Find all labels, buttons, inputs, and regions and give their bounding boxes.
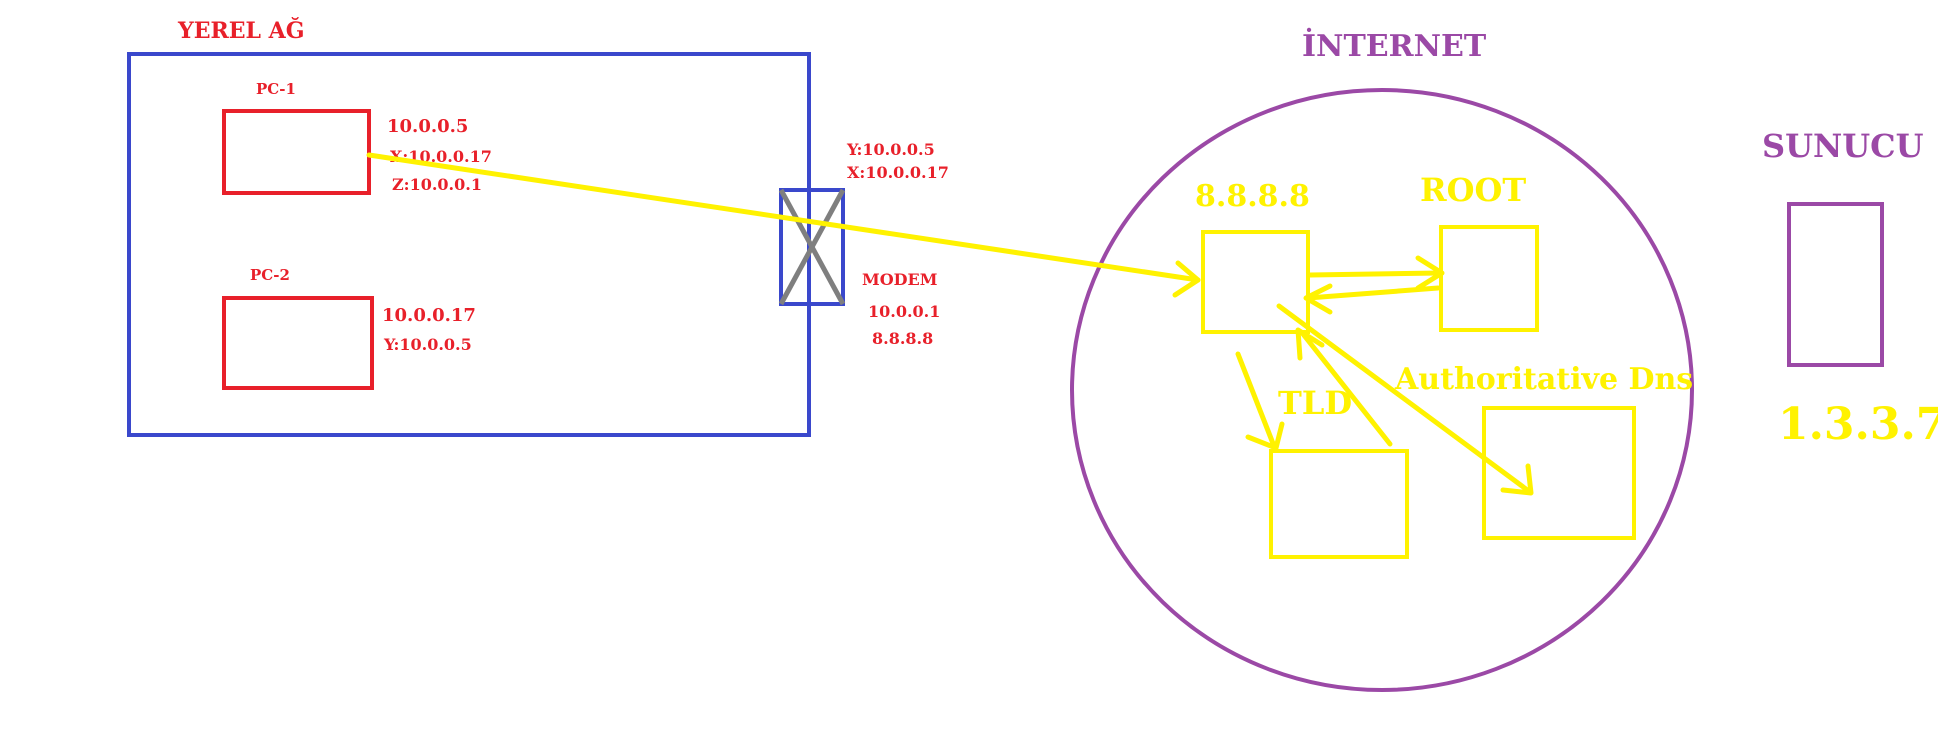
pc1-entry-z: Z:10.0.0.1 [392,175,482,194]
modem-box [779,188,845,306]
lan-title: YEREL AĞ [177,17,305,44]
arrow-root-to-resolver [1303,283,1441,315]
pc2-ip: 10.0.0.17 [382,305,476,326]
pc2-box [222,296,374,390]
modem-ip-local: 10.0.0.1 [868,302,940,321]
internet-title: İNTERNET [1302,27,1487,64]
internet-boundary [1070,88,1694,692]
tld-box [1269,449,1409,559]
pc2-entry-y: Y:10.0.0.5 [383,335,472,354]
arrow-pc1-to-resolver [366,152,1201,298]
arrow-resolver-to-root [1307,255,1445,291]
server-ip: 1.3.3.7 [1778,399,1938,450]
modem-ip-public: 8.8.8.8 [872,329,933,348]
pc1-box [222,109,371,195]
modem-table-x: X:10.0.0.17 [847,163,949,182]
pc1-ip: 10.0.0.5 [387,116,468,137]
pc1-name: PC-1 [256,80,296,98]
authoritative-box [1482,406,1636,540]
server-title: SUNUCU [1762,127,1924,165]
authoritative-label: Authoritative Dns [1394,362,1693,397]
pc1-entry-x: X:10.0.0.17 [390,147,492,166]
arrow-resolver-to-authoritative [1276,303,1534,496]
root-box [1439,225,1539,332]
resolver-label: 8.8.8.8 [1195,179,1310,214]
modem-table-y: Y:10.0.0.5 [846,140,935,159]
resolver-box [1201,230,1310,334]
arrow-resolver-to-tld [1235,351,1285,451]
root-label: ROOT [1420,171,1526,209]
pc2-name: PC-2 [250,266,290,284]
arrow-tld-to-resolver [1295,327,1393,447]
modem-name: MODEM [862,270,937,289]
server-box [1787,202,1884,367]
tld-label: TLD [1278,384,1352,422]
modem-cross-line [778,188,846,306]
